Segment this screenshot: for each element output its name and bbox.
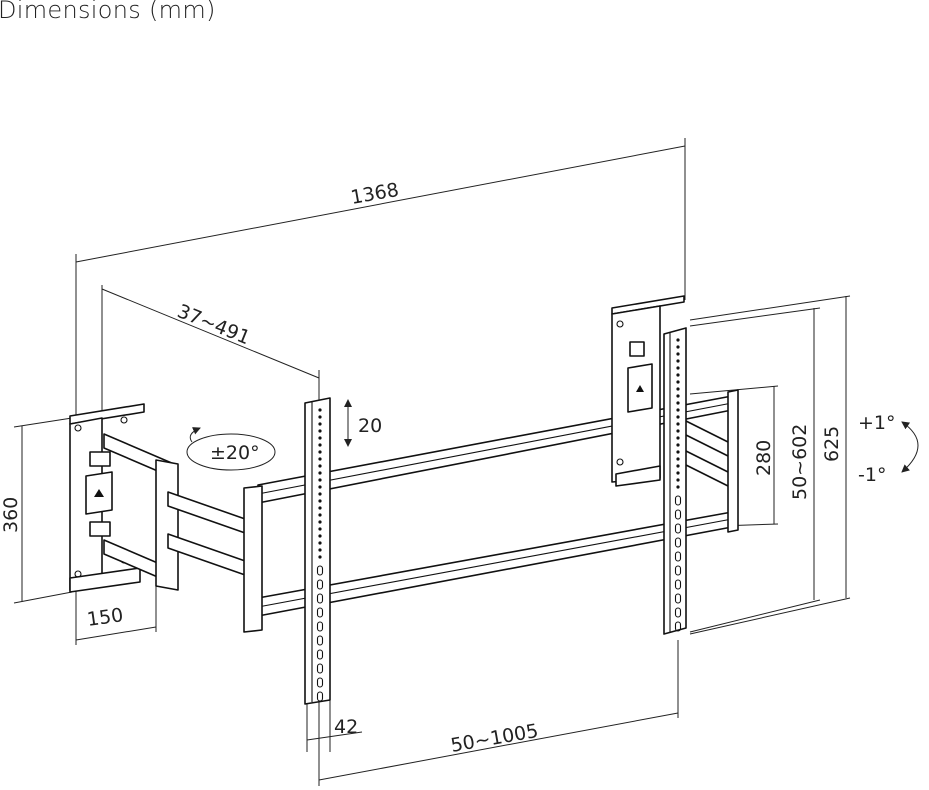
bracket-hole [676,471,680,475]
arm-extension-label: 37~491 [174,300,253,349]
bracket-hole [318,464,322,468]
bracket-slot [674,579,682,590]
bracket-hole [318,555,322,559]
tilt-down-label: -1° [858,464,886,486]
bracket-hole [676,345,680,349]
bracket-hole [676,464,680,468]
bracket-hole [676,352,680,356]
arm-height-label: 280 [753,440,775,476]
bracket-hole [676,408,680,412]
bracket-hole [676,387,680,391]
bracket-hole [676,450,680,454]
bracket-hole [676,485,680,489]
plate-height-label: 360 [0,497,22,533]
bracket-hole [676,401,680,405]
bracket-slot [316,593,324,604]
bracket-hole [318,534,322,538]
diagram-title: Dimensions (mm) [0,0,216,24]
bracket-hole [676,436,680,440]
left-arm [103,433,263,633]
tilt-up-label: +1° [858,412,896,434]
swivel-label: ±20° [210,442,260,464]
total-height-label: 625 [821,426,843,462]
bracket-hole [318,443,322,447]
bracket-hole [676,373,680,377]
bracket-hole [318,422,322,426]
bracket-hole [318,478,322,482]
bracket-slot [316,621,324,632]
left-vesa-bracket [304,397,331,705]
bracket-slot [316,663,324,674]
right-vesa-bracket [663,327,687,635]
bracket-slot [674,621,682,632]
bracket-hole [318,436,322,440]
vesa-vertical-label: 50~602 [789,424,811,500]
bracket-hole [676,380,680,384]
bracket-hole [676,338,680,342]
right-arm [679,389,739,533]
bracket-slot [316,635,324,646]
bracket-slot [674,593,682,604]
bracket-slot [674,509,682,520]
swivel-ellipse [186,433,276,471]
bracket-hole [318,527,322,531]
mount-illustration [69,295,919,705]
bracket-hole [676,443,680,447]
bracket-hole [318,457,322,461]
rail-offset-label: 20 [358,415,382,437]
tilt-arc [901,421,919,473]
dimension-lines [13,138,851,786]
overall-width-label: 1368 [349,179,400,209]
bracket-slot [316,579,324,590]
left-wall-plate [69,403,145,593]
bracket-slot [316,649,324,660]
bracket-slot [674,551,682,562]
bracket-hole [318,492,322,496]
bracket-width-label: 42 [334,716,358,738]
bracket-hole [318,499,322,503]
bracket-slot [316,677,324,688]
bracket-slot [674,607,682,618]
bracket-slot [674,495,682,506]
bracket-hole [318,471,322,475]
bracket-hole [676,415,680,419]
bracket-hole [318,485,322,489]
bracket-slot [674,565,682,576]
bracket-hole [318,541,322,545]
bracket-hole [318,513,322,517]
bracket-hole [318,548,322,552]
bracket-hole [318,450,322,454]
bracket-slot [316,565,324,576]
bracket-hole [318,429,322,433]
bracket-hole [676,394,680,398]
bracket-slot [316,607,324,618]
bracket-hole [676,359,680,363]
bracket-slot [674,537,682,548]
dimension-labels: 1368 37~491 20 ±20° +1° -1° 280 50~602 6… [0,179,896,757]
bracket-slot [674,523,682,534]
bracket-hole [318,520,322,524]
bracket-hole [676,457,680,461]
plate-width-label: 150 [86,604,125,631]
bracket-hole [676,478,680,482]
bracket-slot [316,691,324,702]
right-wall-plate [611,295,685,487]
bracket-hole [676,422,680,426]
bracket-hole [318,415,322,419]
bracket-hole [676,429,680,433]
vesa-horizontal-label: 50~1005 [449,720,540,757]
bracket-hole [318,506,322,510]
bracket-hole [318,408,322,412]
bracket-hole [676,366,680,370]
